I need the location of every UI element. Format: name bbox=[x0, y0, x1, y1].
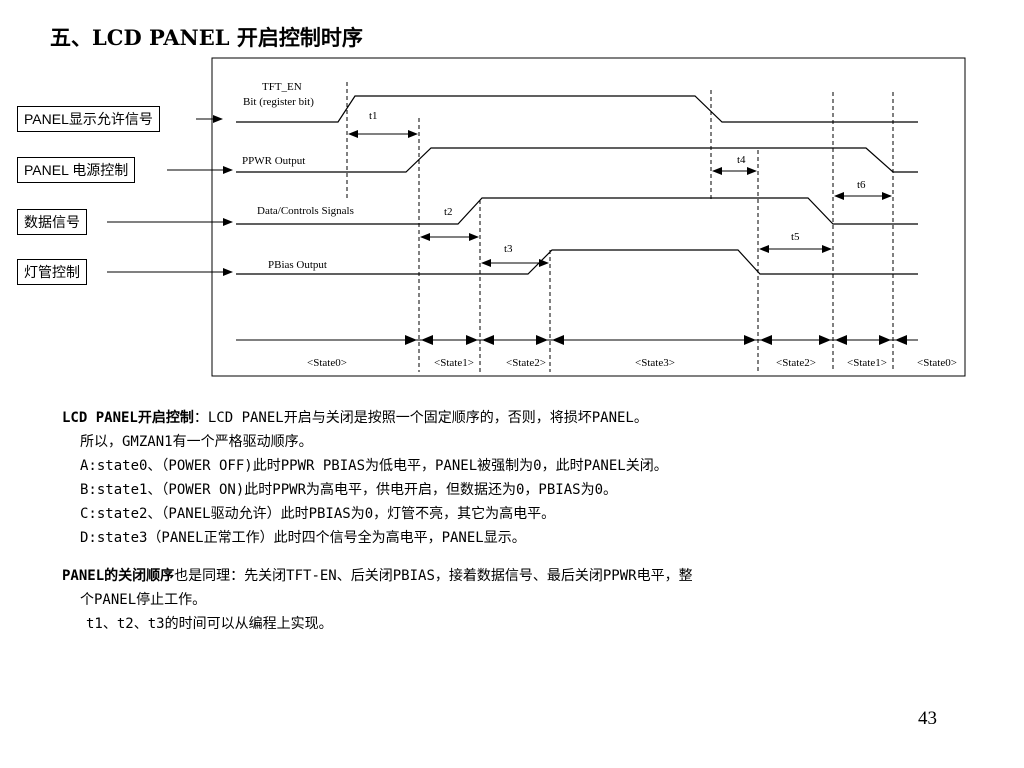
signal-label-ppwr: PPWR Output bbox=[242, 155, 305, 167]
side-box-panel-enable: PANEL显示允许信号 bbox=[17, 106, 160, 132]
signal-label-tft-en: TFT_EN bbox=[262, 81, 302, 93]
timing-label-t1: t1 bbox=[369, 110, 378, 122]
state-label: <State0> bbox=[917, 357, 957, 369]
signal-label-data: Data/Controls Signals bbox=[257, 205, 354, 217]
signal-label-tft-en-sub: Bit (register bit) bbox=[243, 96, 314, 108]
timing-label-t3: t3 bbox=[504, 243, 513, 255]
signal-label-pbias: PBias Output bbox=[268, 259, 327, 271]
paragraph-open-control: LCD PANEL开启控制：LCD PANEL开启与关闭是按照一个固定顺序的，否… bbox=[62, 410, 648, 426]
state-label: <State2> bbox=[776, 357, 816, 369]
side-box-panel-power: PANEL 电源控制 bbox=[17, 157, 136, 183]
state-label: <State3> bbox=[635, 357, 675, 369]
ppwr-wave bbox=[236, 147, 918, 173]
pbias-wave bbox=[236, 249, 918, 275]
tft-en-wave bbox=[236, 95, 918, 123]
timing-diagram: TFT_EN Bit (register bit) PPWR Output Da… bbox=[107, 57, 966, 377]
paragraph-close-sequence: PANEL的关闭顺序也是同理：先关闭TFT-EN、后关闭PBIAS，接着数据信号… bbox=[62, 568, 693, 584]
side-box-lamp-control: 灯管控制 bbox=[17, 259, 87, 285]
timing-label-t5: t5 bbox=[791, 231, 800, 243]
data-wave bbox=[236, 197, 918, 225]
side-box-data-signal: 数据信号 bbox=[17, 209, 87, 235]
state-label: <State2> bbox=[506, 357, 546, 369]
timing-label-t6: t6 bbox=[857, 179, 866, 191]
state-label: <State1> bbox=[434, 357, 474, 369]
explanation-text: LCD PANEL开启控制：LCD PANEL开启与关闭是按照一个固定顺序的，否… bbox=[62, 406, 962, 636]
state-boundaries bbox=[346, 82, 894, 372]
timing-label-t2: t2 bbox=[444, 206, 453, 218]
page-title: 五、LCD PANEL 开启控制时序 bbox=[50, 25, 363, 50]
state-label: <State0> bbox=[307, 357, 347, 369]
diagram-frame bbox=[211, 57, 966, 377]
page-number: 43 bbox=[918, 708, 937, 729]
timing-label-t4: t4 bbox=[737, 154, 746, 166]
state-axis-arrows bbox=[405, 335, 907, 345]
state-label: <State1> bbox=[847, 357, 887, 369]
